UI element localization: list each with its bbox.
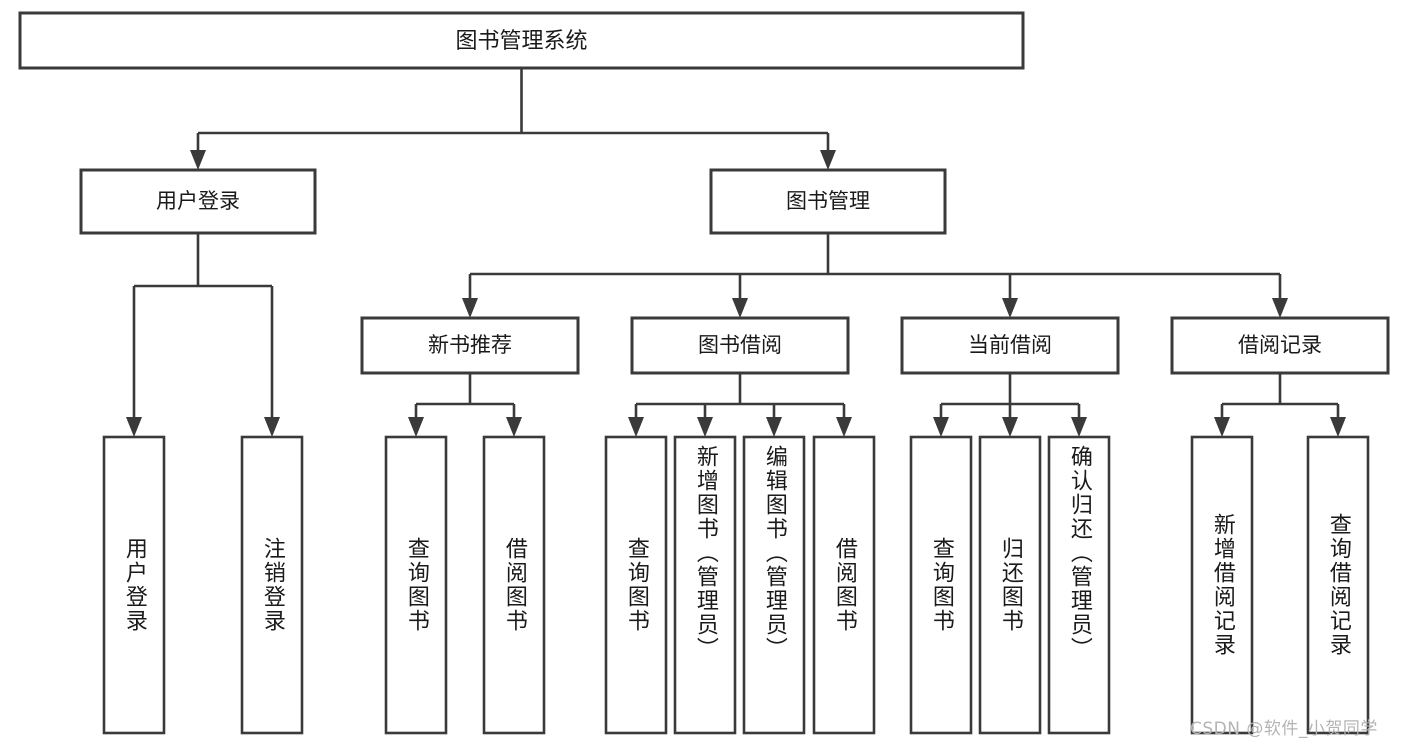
arrow-head-borrow-record xyxy=(1272,298,1288,318)
arrow-head-leaf-return-book xyxy=(1002,417,1018,437)
node-book-management-label: 图书管理 xyxy=(786,189,870,213)
leaf-box-query-book-1[interactable] xyxy=(384,435,448,735)
arrow-head-leaf-borrow-book-1 xyxy=(506,417,522,437)
arrow-head-leaf-add-record xyxy=(1214,417,1230,437)
node-book-borrow[interactable]: 图书借阅 xyxy=(630,316,850,375)
arrow-head-leaf-query-book-2 xyxy=(628,417,644,437)
node-current-borrow-label: 当前借阅 xyxy=(968,333,1052,357)
node-book-borrow-label: 图书借阅 xyxy=(698,333,782,357)
arrow-head-leaf-query-record xyxy=(1330,417,1346,437)
csdn-watermark: CSDN @软件_小贺同学 xyxy=(1190,719,1378,739)
leaf-box-edit-book[interactable] xyxy=(742,435,806,735)
node-new-book-recommend[interactable]: 新书推荐 xyxy=(360,316,580,375)
leaf-box-query-record[interactable] xyxy=(1306,435,1370,735)
arrow-head-new-book-recommend xyxy=(462,298,478,318)
leaf-box-layer xyxy=(102,435,1370,735)
node-user-login-box[interactable] xyxy=(79,168,317,235)
arrow-head-current-borrow xyxy=(1002,298,1018,318)
node-new-book-recommend-label: 新书推荐 xyxy=(428,333,512,357)
leaf-box-return-book[interactable] xyxy=(978,435,1042,735)
node-book-management[interactable]: 图书管理 xyxy=(709,168,947,235)
arrow-head-book-management xyxy=(820,150,836,170)
arrow-head-leaf-edit-book xyxy=(766,417,782,437)
connector-layer xyxy=(126,68,1346,437)
arrow-head-leaf-query-book-3 xyxy=(933,417,949,437)
node-root-box[interactable] xyxy=(18,11,1025,70)
node-user-login-label: 用户登录 xyxy=(156,189,240,213)
arrow-head-leaf-confirm-return xyxy=(1071,417,1087,437)
leaf-box-borrow-book-1[interactable] xyxy=(482,435,546,735)
arrow-head-user-login xyxy=(190,150,206,170)
node-borrow-record[interactable]: 借阅记录 xyxy=(1170,316,1390,375)
node-borrow-record-box[interactable] xyxy=(1170,316,1390,375)
leaf-box-borrow-book-2[interactable] xyxy=(812,435,876,735)
node-book-management-box[interactable] xyxy=(709,168,947,235)
node-current-borrow-box[interactable] xyxy=(900,316,1120,375)
node-new-book-recommend-box[interactable] xyxy=(360,316,580,375)
leaf-box-user-login[interactable] xyxy=(102,435,166,735)
arrow-head-book-borrow xyxy=(732,298,748,318)
arrow-head-leaf-user-logout xyxy=(264,417,280,437)
node-book-borrow-box[interactable] xyxy=(630,316,850,375)
leaf-box-query-book-2[interactable] xyxy=(604,435,668,735)
arrow-head-leaf-user-login xyxy=(126,417,142,437)
arrow-head-leaf-add-book xyxy=(697,417,713,437)
node-root[interactable]: 图书管理系统 xyxy=(18,11,1025,70)
arrow-head-leaf-query-book-1 xyxy=(408,417,424,437)
leaf-box-confirm-return[interactable] xyxy=(1047,435,1111,735)
node-current-borrow[interactable]: 当前借阅 xyxy=(900,316,1120,375)
node-borrow-record-label: 借阅记录 xyxy=(1238,333,1322,357)
leaf-box-add-record[interactable] xyxy=(1190,435,1254,735)
leaf-box-add-book[interactable] xyxy=(673,435,737,735)
node-user-login[interactable]: 用户登录 xyxy=(79,168,317,235)
leaf-box-query-book-3[interactable] xyxy=(909,435,973,735)
leaf-box-user-logout[interactable] xyxy=(240,435,304,735)
arrow-head-leaf-borrow-book-2 xyxy=(836,417,852,437)
node-root-label: 图书管理系统 xyxy=(455,29,587,54)
